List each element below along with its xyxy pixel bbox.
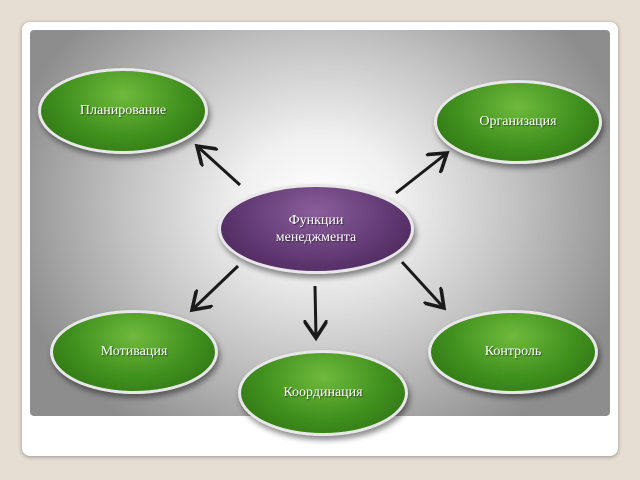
node-motivation-label: Мотивация — [100, 344, 168, 360]
node-coordination-label: Координация — [283, 385, 363, 401]
node-planning: Планирование — [38, 68, 208, 154]
node-coordination: Координация — [238, 350, 408, 436]
node-motivation: Мотивация — [50, 310, 218, 394]
node-center-label: Функции менеджмента — [275, 212, 357, 246]
arrow-to-motivation — [192, 264, 240, 310]
arrow-to-organization — [395, 153, 447, 195]
node-organization-label: Организация — [479, 114, 557, 130]
node-center: Функции менеджмента — [218, 184, 414, 274]
arrow-to-planning — [197, 146, 242, 187]
node-control: Контроль — [428, 310, 598, 394]
node-control-label: Контроль — [484, 344, 542, 360]
arrow-to-control — [400, 260, 444, 308]
node-organization: Организация — [434, 80, 602, 164]
node-planning-label: Планирование — [79, 103, 167, 119]
arrow-to-coordination — [315, 285, 316, 338]
